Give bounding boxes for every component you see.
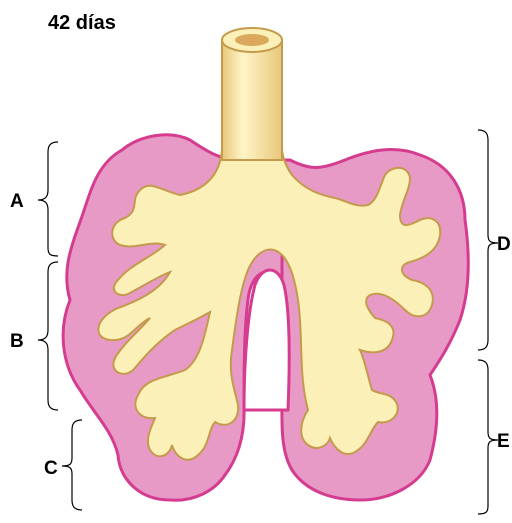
brace-a [38, 142, 58, 256]
label-d: D [497, 234, 511, 255]
title: 42 días [48, 12, 116, 35]
brace-e [478, 360, 498, 514]
trachea [222, 40, 282, 160]
label-c: C [44, 458, 58, 479]
brace-b [38, 262, 58, 410]
label-e: E [497, 431, 510, 452]
brace-d [478, 130, 498, 350]
brace-c [62, 420, 82, 510]
trachea-lumen [235, 34, 269, 46]
label-b: B [10, 331, 24, 352]
label-a: A [10, 191, 24, 212]
